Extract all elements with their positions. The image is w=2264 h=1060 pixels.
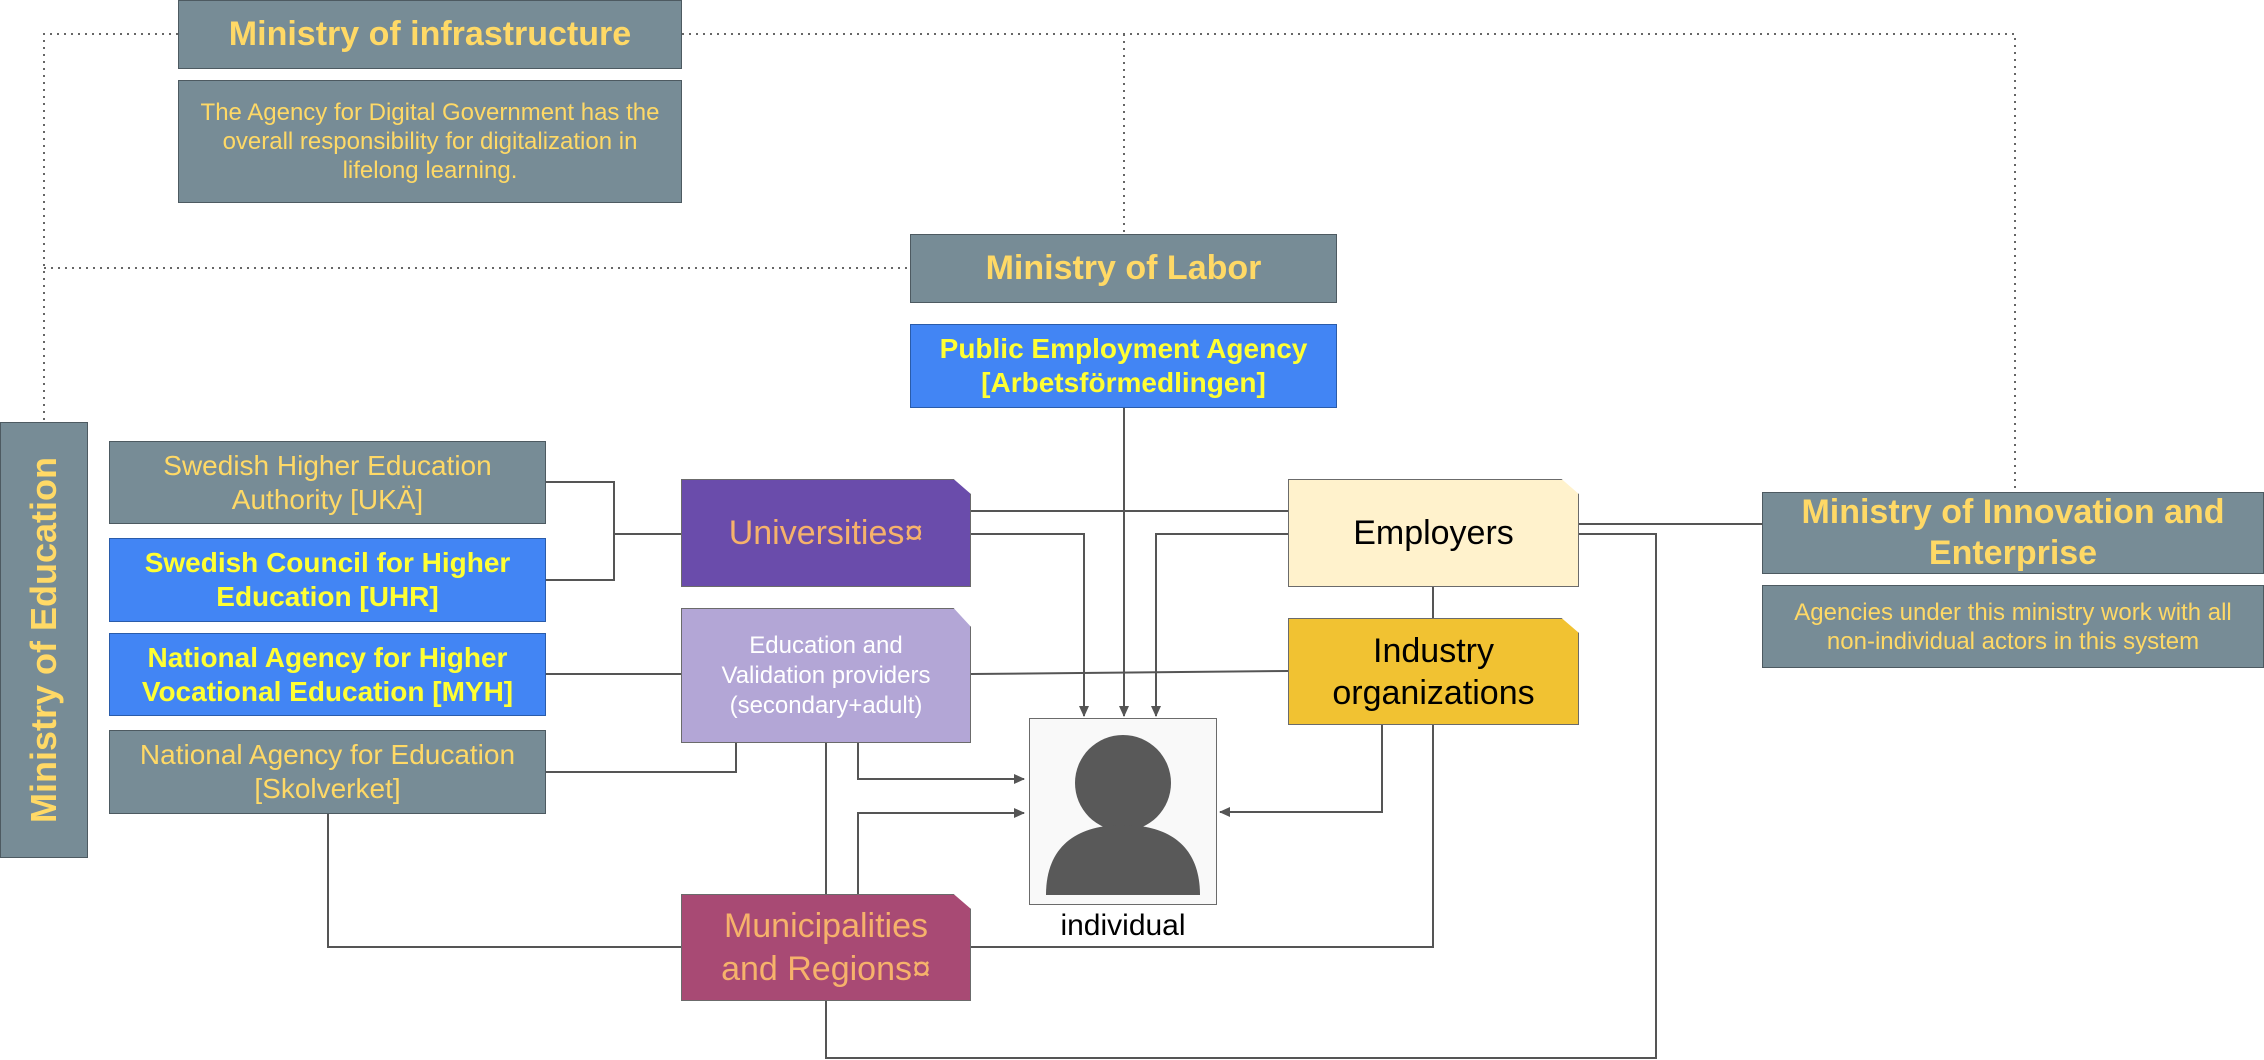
ministry-dotted-links — [43, 33, 2016, 492]
ministry-education-label: Ministry of Education — [23, 456, 65, 824]
agency-myh-label: National Agency for Higher Vocational Ed… — [141, 641, 514, 707]
agency-public-employment-label: Public Employment Agency [Arbetsförmedli… — [939, 333, 1308, 398]
ministry-labor-title: Ministry of Labor — [910, 234, 1337, 303]
actor-education-providers-label: Education and Validation providers (seco… — [721, 631, 931, 719]
individual-label-text: individual — [1060, 909, 1186, 942]
actor-industry: Industry organizations — [1288, 618, 1579, 725]
actor-industry-label: Industry organizations — [1332, 631, 1535, 712]
agency-skolverket-label: National Agency for Education [Skolverke… — [139, 739, 516, 804]
agency-myh: National Agency for Higher Vocational Ed… — [109, 633, 546, 716]
actor-universities: Universities¤ — [681, 479, 971, 587]
ministry-innovation-description: Agencies under this ministry work with a… — [1762, 585, 2264, 668]
individual-box — [1029, 718, 1217, 905]
ministry-infrastructure-label: Ministry of infrastructure — [228, 15, 632, 53]
ministry-education-title: Ministry of Education — [0, 422, 88, 858]
ministry-infrastructure-title: Ministry of infrastructure — [178, 0, 682, 69]
actor-education-providers: Education and Validation providers (seco… — [681, 608, 971, 743]
ministry-innovation-label: Ministry of Innovation and Enterprise — [1801, 493, 2225, 572]
individual-label: individual — [1029, 906, 1217, 946]
actor-employers: Employers — [1288, 479, 1579, 587]
ministry-innovation-description-text: Agencies under this ministry work with a… — [1794, 598, 2232, 655]
agency-public-employment: Public Employment Agency [Arbetsförmedli… — [910, 324, 1337, 408]
agency-uka: Swedish Higher Education Authority [UKÄ] — [109, 441, 546, 524]
agency-uhr-label: Swedish Council for Higher Education [UH… — [144, 547, 511, 612]
agency-uka-label: Swedish Higher Education Authority [UKÄ] — [163, 449, 492, 515]
ministry-labor-label: Ministry of Labor — [985, 249, 1262, 287]
actor-municipalities-label: Municipalities and Regions¤ — [721, 906, 931, 988]
ministry-innovation-title: Ministry of Innovation and Enterprise — [1762, 492, 2264, 574]
actor-municipalities: Municipalities and Regions¤ — [681, 894, 971, 1001]
agency-skolverket: National Agency for Education [Skolverke… — [109, 730, 546, 814]
agency-uhr: Swedish Council for Higher Education [UH… — [109, 538, 546, 622]
actor-employers-label: Employers — [1353, 513, 1514, 552]
actor-universities-label: Universities¤ — [728, 513, 924, 552]
arrows-to-individual — [857, 408, 1383, 894]
ministry-infrastructure-description: The Agency for Digital Government has th… — [178, 80, 682, 203]
person-icon — [1046, 734, 1200, 895]
ministry-infrastructure-description-text: The Agency for Digital Government has th… — [200, 99, 660, 184]
